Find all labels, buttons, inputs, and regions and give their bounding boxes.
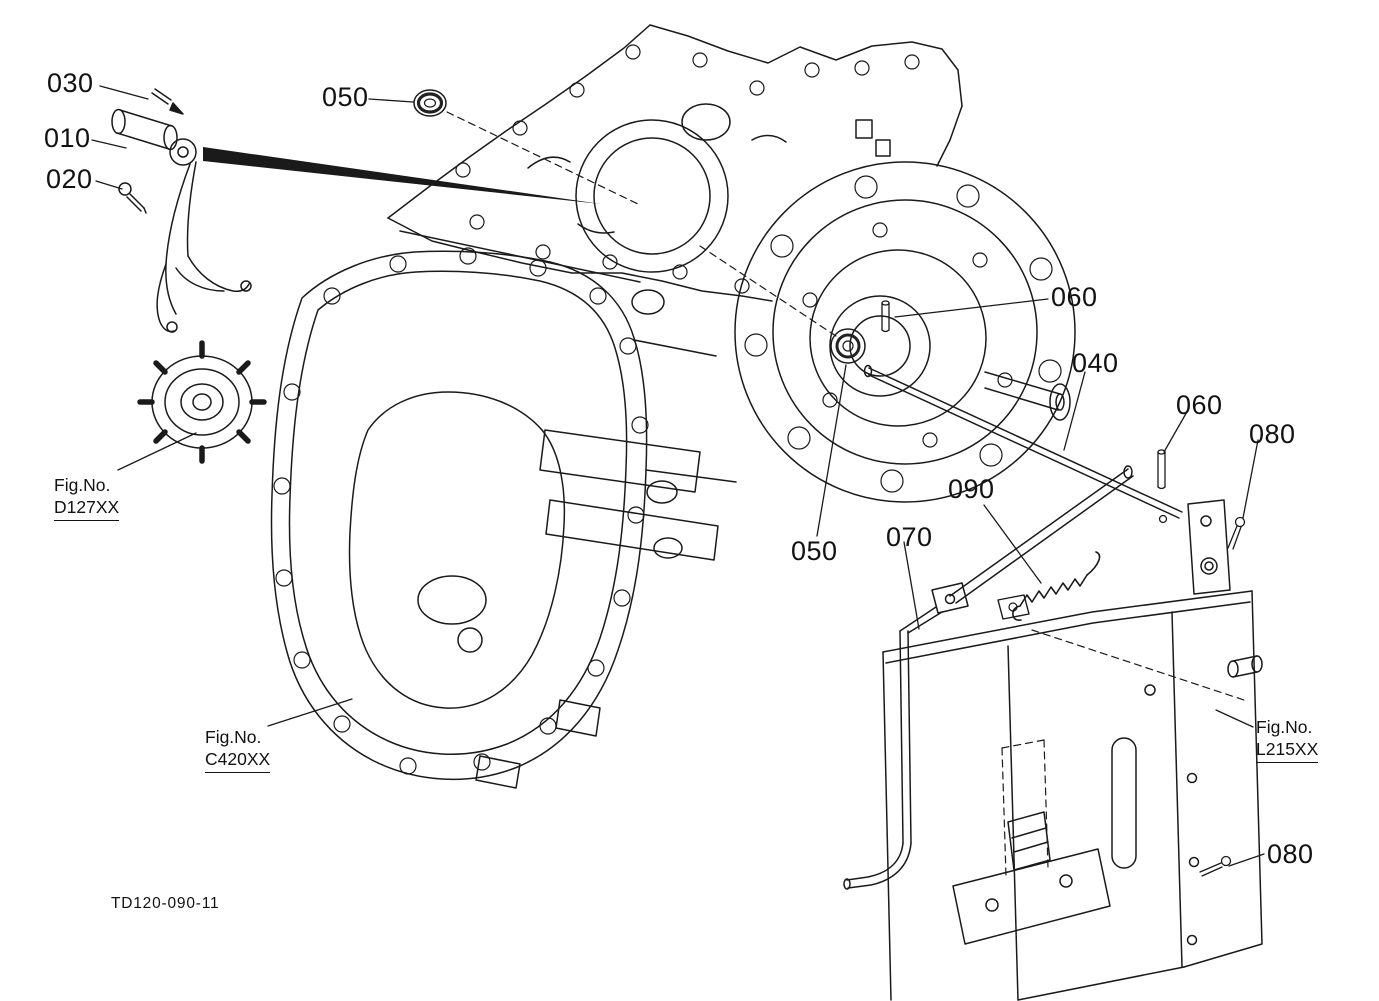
cotter-pin-drawing-bottom [1199, 855, 1232, 877]
tension-spring-drawing [997, 551, 1101, 621]
frame-bracket-drawing [882, 590, 1263, 1001]
rod-end-plate-drawing [1187, 499, 1231, 595]
callout-080-top: 080 [1249, 419, 1296, 449]
insertion-arrow [203, 147, 601, 204]
figure-ref-prefix: Fig.No. [205, 727, 262, 747]
oil-seal-drawing [413, 89, 447, 117]
callout-020: 020 [46, 164, 93, 194]
rod-drawing [863, 364, 1183, 614]
brake-rod-drawing [843, 606, 943, 890]
pin-drawing-right [1157, 449, 1168, 524]
callout-050-bottom: 050 [791, 536, 838, 566]
cotter-pin-drawing-top [1227, 516, 1246, 550]
shift-fork-drawing [111, 108, 252, 333]
figure-ref-c420: Fig.No. C420XX [205, 727, 271, 773]
figure-ref-prefix: Fig.No. [54, 475, 111, 495]
callout-060-top: 060 [1051, 282, 1098, 312]
figure-ref-prefix: Fig.No. [1256, 717, 1313, 737]
drawing-number: TD120-090-11 [111, 895, 220, 912]
callout-040: 040 [1072, 348, 1119, 378]
alignment-dashed-lines [446, 111, 837, 337]
ball-bearing-drawing [830, 328, 866, 364]
pin-drawing-top [881, 300, 890, 333]
leader-lines [91, 85, 1265, 867]
figure-ref-d127: Fig.No. D127XX [54, 475, 120, 521]
spring-pin-arrow [151, 88, 184, 115]
set-screw-drawing [118, 182, 147, 214]
callout-030: 030 [47, 68, 94, 98]
figure-ref-code: C420XX [205, 748, 271, 769]
callout-010: 010 [44, 123, 91, 153]
callout-050-top: 050 [322, 82, 369, 112]
callout-070: 070 [886, 522, 933, 552]
coupling-hub-drawing [137, 340, 267, 464]
flywheel-drawing [734, 161, 1076, 503]
figure-ref-l215: Fig.No. L215XX [1256, 717, 1319, 763]
clutch-housing-drawing [270, 247, 737, 789]
figure-ref-code: D127XX [54, 496, 120, 517]
figure-ref-code: L215XX [1256, 738, 1319, 759]
transmission-case-drawing [387, 24, 963, 302]
callout-060-right: 060 [1176, 390, 1223, 420]
callout-090: 090 [948, 474, 995, 504]
callout-080-bottom: 080 [1267, 839, 1314, 869]
